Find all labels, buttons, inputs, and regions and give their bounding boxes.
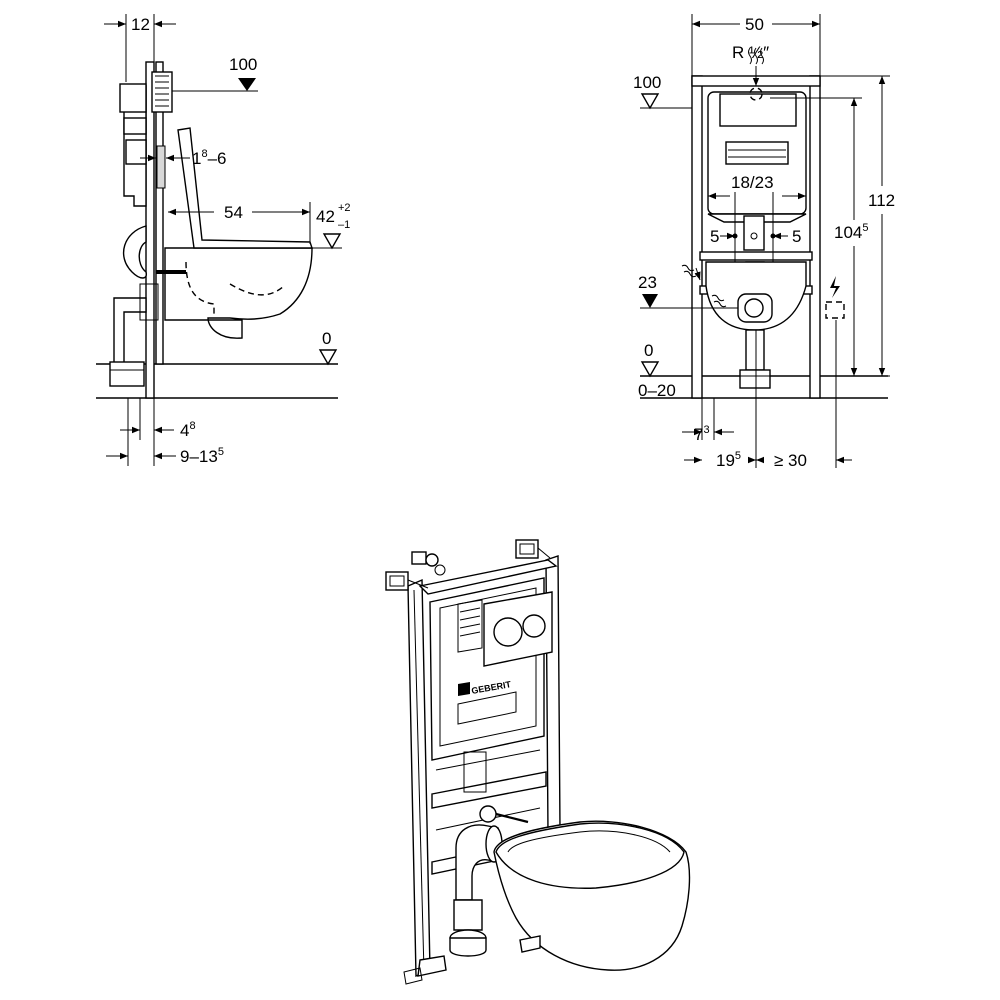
product-frame-top-bar: [418, 559, 558, 595]
product-flush-button-small[interactable]: [522, 614, 546, 638]
side-dim-projection: 54: [224, 203, 243, 222]
front-level-floor: 0: [644, 341, 653, 360]
front-dim-foot: 73: [694, 424, 710, 444]
front-water-connection: R ½″: [732, 43, 769, 62]
front-dim-left-offset: 5: [710, 227, 719, 246]
front-view: 50 R ½″ 100 112 1045 18/23 5 5 23: [633, 14, 895, 470]
side-flush-bend: [122, 225, 147, 279]
front-level-top: 100: [633, 73, 661, 92]
electrical-box-icon: [825, 301, 845, 319]
side-dim-height: 42: [316, 207, 335, 226]
side-dim-height-tol-minus: –1: [338, 219, 350, 231]
side-dim-wall-range: 9–135: [180, 446, 224, 466]
product-flush-button-large[interactable]: [493, 617, 523, 647]
side-dim-seat-gap: 18–6: [192, 148, 227, 168]
side-seat: [177, 127, 313, 249]
side-drain-pipe: [113, 297, 147, 367]
front-frame-left-rail: [691, 75, 703, 399]
side-adjust-strip: [156, 145, 166, 189]
product-wc-seat[interactable]: [495, 822, 685, 889]
side-level-top: 100: [229, 55, 257, 74]
side-wc-bowl: [164, 247, 313, 339]
product-view: GEBERIT: [385, 539, 691, 985]
side-dim-frame-depth: 48: [180, 420, 196, 440]
front-dim-center-offset: 195: [716, 450, 741, 470]
front-dim-width: 50: [745, 15, 764, 34]
side-dim-height-tol-plus: +2: [338, 202, 351, 214]
front-dim-electric-min: ≥ 30: [774, 451, 807, 470]
front-level-floor-range: 0–20: [638, 381, 676, 400]
front-dim-inner-height: 1045: [834, 222, 869, 242]
side-level-floor: 0: [322, 329, 331, 348]
side-view: 12 100 18–6 54 42 +2 –1 0 48 9–135: [96, 14, 351, 466]
front-dim-total-height: 112: [868, 191, 895, 210]
front-frame-right-rail: [809, 75, 821, 399]
front-drain: [745, 329, 765, 371]
front-dim-right-offset: 5: [792, 227, 801, 246]
front-dim-bolt-spacing: 18/23: [731, 173, 774, 192]
side-frame-rail-inner: [155, 61, 164, 365]
front-level-connection: 23: [638, 273, 657, 292]
side-dim-top-width: 12: [131, 15, 150, 34]
